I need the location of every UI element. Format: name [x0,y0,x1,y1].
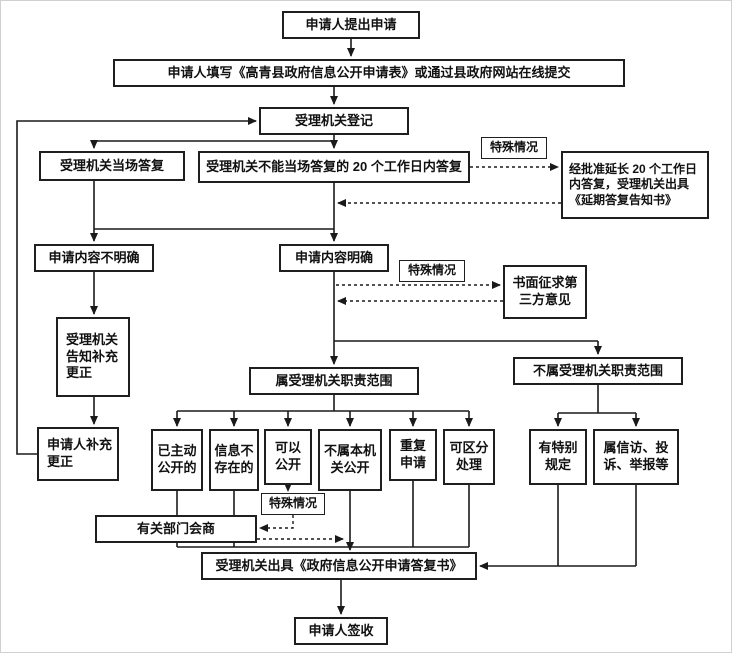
node-special-provision: 有特别 规定 [529,429,587,485]
node-extension-notice: 经批准延长 20 个工作日 内答复，受理机关出具 《延期答复告知书》 [561,151,709,219]
node-info-not-exist: 信息不 存在的 [209,429,259,491]
special-case-label-1: 特殊情况 [481,137,547,159]
node-notify-supplement: 受理机关 告知补充 更正 [56,317,130,397]
node-department-consult: 有关部门会商 [95,515,257,543]
node-applicant-supplement: 申请人补充 更正 [37,427,119,481]
dotted-connectors [257,163,561,543]
special-case-label-3: 特殊情况 [261,493,325,515]
node-third-party-opinion: 书面征求第 三方意见 [503,265,587,319]
special-case-label-2: 特殊情况 [399,260,465,282]
node-applicant-sign: 申请人签收 [294,617,388,645]
node-not-this-agency: 不属本机 关公开 [318,429,382,491]
node-content-clear: 申请内容明确 [279,244,389,272]
node-already-public: 已主动 公开的 [151,429,203,491]
node-fill-form: 申请人填写《高青县政府信息公开申请表》或通过县政府网站在线提交 [113,59,625,87]
node-out-of-scope: 不属受理机关职责范围 [513,357,683,385]
node-repeat-request: 重复 申请 [389,429,437,481]
node-apply: 申请人提出申请 [282,11,420,39]
node-register: 受理机关登记 [259,107,409,135]
node-reply-within-20-days: 受理机关不能当场答复的 20 个工作日内答复 [198,151,470,183]
node-partial-handling: 可区分 处理 [443,429,495,485]
node-content-unclear: 申请内容不明确 [34,244,154,272]
solid-connectors [16,39,640,615]
node-petition-complaint: 属信访、投 诉、举报等 [593,429,679,485]
node-issue-reply-letter: 受理机关出具《政府信息公开申请答复书》 [201,552,477,580]
node-in-scope: 属受理机关职责范围 [249,367,419,395]
node-can-disclose: 可以 公开 [264,429,312,485]
node-onspot-reply: 受理机关当场答复 [39,151,185,181]
